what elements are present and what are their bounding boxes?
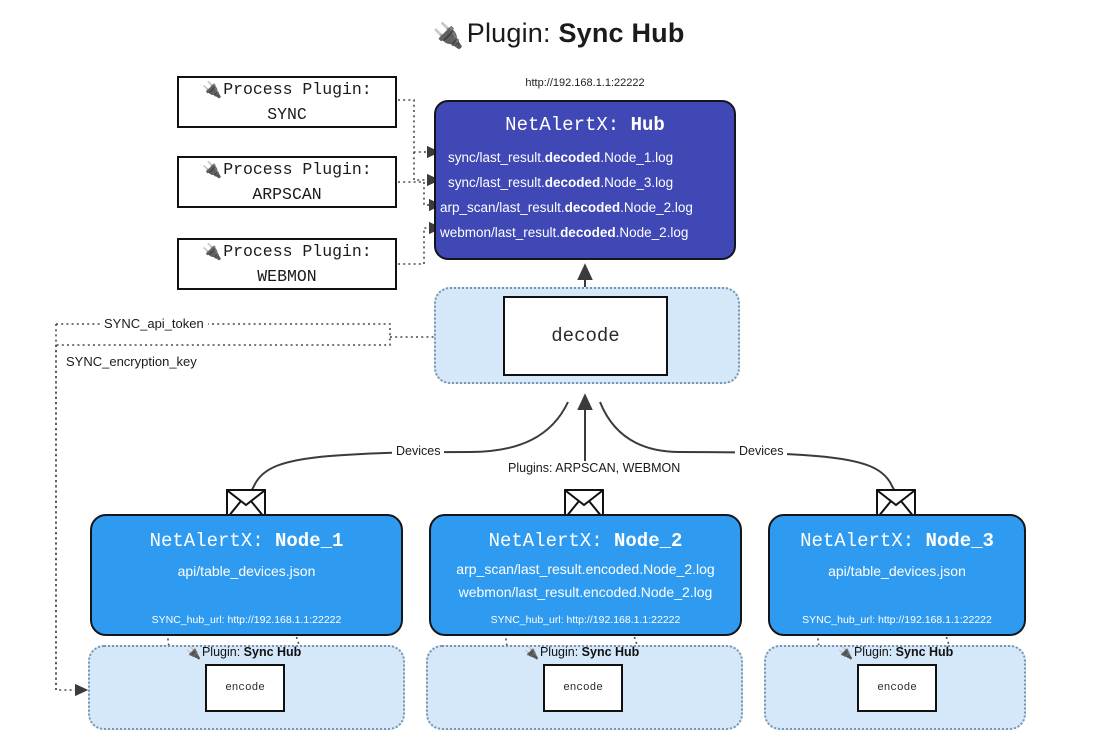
hub-log-row: sync/last_result.decoded.Node_1.log [448, 150, 674, 165]
plug-icon: 🔌 [432, 22, 464, 50]
node-title: NetAlertX: Node_2 [488, 530, 683, 552]
node-footer: SYNC_hub_url: http://192.168.1.1:22222 [151, 614, 342, 626]
node-2[interactable]: NetAlertX: Node_2 arp_scan/last_result.e… [429, 514, 742, 636]
edge-label-devices-left: Devices [392, 444, 445, 458]
plug-icon: 🔌 [202, 243, 223, 261]
encode-box-node-1[interactable]: encode [205, 664, 285, 712]
token-label-encryption: SYNC_encryption_key [62, 354, 201, 369]
node-line: api/table_devices.json [828, 563, 966, 579]
plug-icon: 🔌 [524, 646, 539, 660]
hub-log-row: webmon/last_result.decoded.Node_2.log [440, 225, 689, 240]
node-line: arp_scan/last_result.encoded.Node_2.log [456, 561, 715, 577]
hub-log-row: sync/last_result.decoded.Node_3.log [448, 175, 674, 190]
node-line: api/table_devices.json [177, 563, 316, 579]
process-plugin-name: SYNC [267, 104, 307, 124]
page-title-name: Sync Hub [558, 18, 685, 48]
plug-icon: 🔌 [838, 646, 853, 660]
process-plugin-arpscan[interactable]: 🔌Process Plugin: ARPSCAN [177, 156, 397, 208]
process-plugin-label: Process Plugin: [223, 79, 372, 99]
encode-box-node-2[interactable]: encode [543, 664, 623, 712]
hub-title-name: Hub [630, 114, 665, 136]
encode-label: encode [563, 682, 603, 694]
encode-plugin-label-1: 🔌Plugin: Sync Hub [186, 645, 302, 660]
node-footer: SYNC_hub_url: http://192.168.1.1:22222 [802, 614, 992, 626]
hub-title: NetAlertX: Hub [436, 114, 734, 136]
encode-box-node-3[interactable]: encode [857, 664, 937, 712]
encode-label: encode [877, 682, 917, 694]
edge-label-devices-right: Devices [735, 444, 788, 458]
process-plugin-name: WEBMON [257, 266, 317, 286]
hub-url-label: http://192.168.1.1:22222 [525, 77, 645, 89]
page-title: 🔌Plugin: Sync Hub [0, 18, 1117, 51]
decode-box[interactable]: decode [503, 296, 668, 376]
node-footer: SYNC_hub_url: http://192.168.1.1:22222 [490, 614, 681, 626]
node-line: webmon/last_result.encoded.Node_2.log [458, 584, 713, 600]
node-1[interactable]: NetAlertX: Node_1 api/table_devices.json… [90, 514, 403, 636]
plug-icon: 🔌 [186, 646, 201, 660]
process-plugin-name: ARPSCAN [252, 184, 322, 204]
process-plugin-label: Process Plugin: [223, 241, 372, 261]
decode-label: decode [551, 325, 620, 347]
node-title: NetAlertX: Node_3 [800, 530, 994, 552]
encode-label: encode [225, 682, 265, 694]
node-title: NetAlertX: Node_1 [149, 530, 344, 552]
hub-node[interactable]: NetAlertX: Hub sync/last_result.decoded.… [434, 100, 736, 260]
hub-log-row: arp_scan/last_result.decoded.Node_2.log [440, 200, 693, 215]
process-plugin-sync[interactable]: 🔌Process Plugin: SYNC [177, 76, 397, 128]
process-plugin-webmon[interactable]: 🔌Process Plugin: WEBMON [177, 238, 397, 290]
page-title-prefix: Plugin: [466, 18, 559, 48]
encode-plugin-label-2: 🔌Plugin: Sync Hub [524, 645, 640, 660]
edge-label-plugins-center: Plugins: ARPSCAN, WEBMON [504, 461, 685, 475]
token-label-api: SYNC_api_token [100, 316, 208, 331]
node-3[interactable]: NetAlertX: Node_3 api/table_devices.json… [768, 514, 1026, 636]
process-plugin-label: Process Plugin: [223, 159, 372, 179]
hub-title-prefix: NetAlertX: [505, 114, 631, 136]
encode-plugin-label-3: 🔌Plugin: Sync Hub [838, 645, 954, 660]
plug-icon: 🔌 [202, 161, 223, 179]
plug-icon: 🔌 [202, 81, 223, 99]
